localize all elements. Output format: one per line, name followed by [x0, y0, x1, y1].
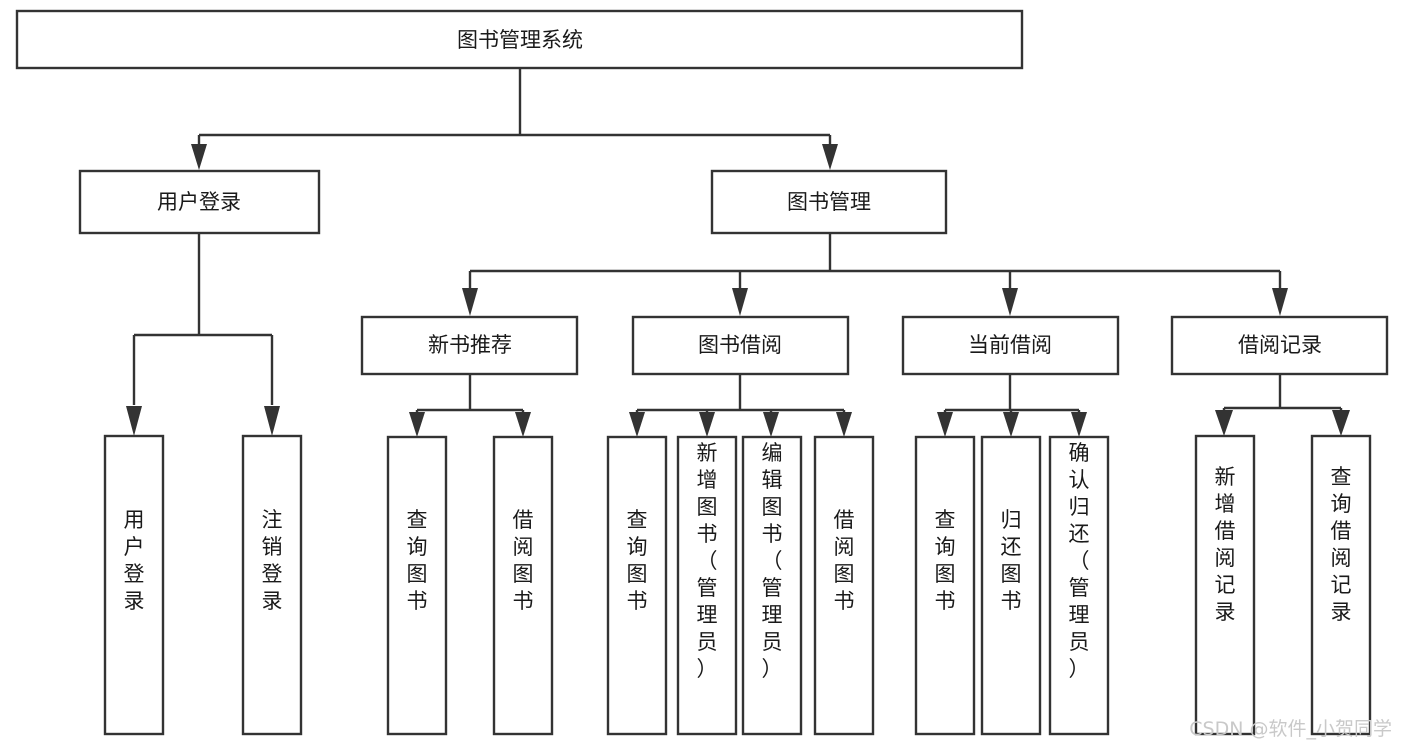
arrow-head-icon: [699, 412, 715, 437]
leaf-label-current-confirm-return: 确认归还（管理员）: [1069, 441, 1090, 681]
leaf-label-current-return-book: 归还图书: [1001, 508, 1022, 613]
node-label-book-management: 图书管理: [787, 190, 871, 214]
leaf-user-login-login[interactable]: 用户登录: [103, 434, 165, 736]
node-borrow-record[interactable]: 借阅记录: [1170, 315, 1389, 376]
connector-bookmgmt-to-level3: [462, 232, 1288, 316]
arrow-head-icon: [836, 412, 852, 437]
leaf-borrow-borrow-book[interactable]: 借阅图书: [813, 435, 875, 736]
leaf-borrow-edit-book[interactable]: 编辑图书（管理员）: [741, 435, 803, 736]
node-root-book-management-system[interactable]: 图书管理系统: [15, 9, 1024, 70]
arrow-head-icon: [126, 406, 142, 436]
leaf-label-borrow-edit-book: 编辑图书（管理员）: [762, 441, 783, 681]
arrow-head-icon: [191, 144, 207, 170]
leaf-label-borrow-query-book: 查询图书: [627, 508, 648, 613]
leaf-new-book-query[interactable]: 查询图书: [386, 435, 448, 736]
connector-borrowbook-to-leaves: [629, 375, 852, 437]
leaf-label-current-query-book: 查询图书: [935, 508, 956, 613]
arrow-head-icon: [1071, 412, 1087, 437]
leaf-label-new-book-borrow: 借阅图书: [513, 508, 534, 613]
leaf-label-borrow-borrow-book: 借阅图书: [834, 508, 855, 613]
arrow-head-icon: [1215, 410, 1233, 436]
leaf-current-confirm-return[interactable]: 确认归还（管理员）: [1048, 435, 1110, 736]
leaf-borrow-query-book[interactable]: 查询图书: [606, 435, 668, 736]
leaf-label-record-query: 查询借阅记录: [1331, 465, 1352, 624]
leaf-label-user-login-login: 用户登录: [124, 508, 145, 613]
arrow-head-icon: [462, 288, 478, 316]
leaf-current-return-book[interactable]: 归还图书: [980, 435, 1042, 736]
arrow-head-icon: [264, 406, 280, 436]
connector-layer: [126, 68, 1350, 437]
arrow-head-icon: [822, 144, 838, 170]
connector-borrowrecord-to-leaves: [1215, 375, 1350, 436]
arrow-head-icon: [1332, 410, 1350, 436]
node-new-book-recommend[interactable]: 新书推荐: [360, 315, 579, 376]
arrow-head-icon: [515, 412, 531, 437]
leaf-label-record-add: 新增借阅记录: [1215, 465, 1236, 624]
leaf-new-book-borrow[interactable]: 借阅图书: [492, 435, 554, 736]
node-label-borrow-record: 借阅记录: [1238, 333, 1322, 357]
arrow-head-icon: [763, 412, 779, 437]
connector-userlogin-to-leaves: [126, 233, 280, 436]
leaf-borrow-add-book[interactable]: 新增图书（管理员）: [676, 435, 738, 736]
node-label-book-borrow: 图书借阅: [698, 333, 782, 357]
leaf-current-query-book[interactable]: 查询图书: [914, 435, 976, 736]
csdn-watermark: CSDN @软件_小贺同学: [1189, 718, 1392, 740]
leaf-label-user-login-logout: 注销登录: [262, 508, 283, 613]
leaf-record-query[interactable]: 查询借阅记录: [1310, 434, 1372, 736]
node-user-login[interactable]: 用户登录: [78, 169, 321, 235]
connector-newbook-to-leaves: [409, 375, 531, 437]
node-label-root: 图书管理系统: [457, 28, 583, 52]
node-current-borrow[interactable]: 当前借阅: [901, 315, 1120, 376]
arrow-head-icon: [629, 412, 645, 437]
arrow-head-icon: [732, 288, 748, 316]
leaf-label-new-book-query: 查询图书: [407, 508, 428, 613]
node-label-user-login: 用户登录: [157, 190, 241, 214]
node-book-borrow[interactable]: 图书借阅: [631, 315, 850, 376]
connector-root-to-level2: [191, 68, 838, 170]
arrow-head-icon: [409, 412, 425, 437]
node-label-new-book-recommend: 新书推荐: [428, 333, 512, 357]
leaf-record-add[interactable]: 新增借阅记录: [1194, 434, 1256, 736]
connector-currentborrow-to-leaves: [937, 375, 1087, 437]
node-book-management[interactable]: 图书管理: [710, 169, 948, 235]
arrow-head-icon: [1003, 412, 1019, 437]
arrow-head-icon: [1002, 288, 1018, 316]
leaf-label-borrow-add-book: 新增图书（管理员）: [697, 441, 718, 681]
node-label-current-borrow: 当前借阅: [968, 333, 1052, 357]
arrow-head-icon: [937, 412, 953, 437]
leaf-user-login-logout[interactable]: 注销登录: [241, 434, 303, 736]
arrow-head-icon: [1272, 288, 1288, 316]
